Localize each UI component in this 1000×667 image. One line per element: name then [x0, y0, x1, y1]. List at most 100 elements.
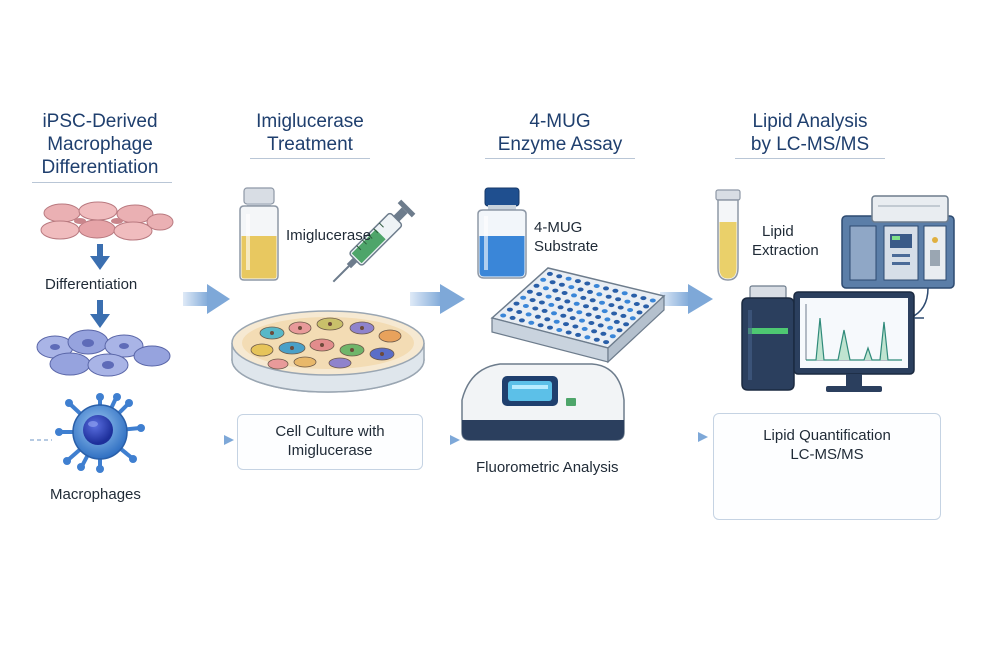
differentiating-cells-icon — [36, 329, 171, 377]
step3-underline — [485, 158, 635, 159]
plate-well — [636, 310, 643, 315]
step4-title-line2: by LC-MS/MS — [750, 134, 870, 155]
plate-well — [605, 294, 612, 299]
plate-well — [572, 324, 579, 329]
plate-well — [603, 340, 610, 345]
flow-line-1 — [178, 435, 234, 445]
lipid-extraction-line2: Extraction — [752, 242, 819, 259]
plate-well — [583, 304, 589, 309]
cell-culture-box: Cell Culture with Imiglucerase — [237, 414, 423, 470]
mass-spectrometer-icon — [841, 195, 955, 319]
plate-well — [580, 295, 587, 300]
plate-well — [589, 298, 596, 303]
plate-well — [633, 302, 640, 306]
plate-well — [500, 313, 507, 318]
plate-well — [599, 300, 605, 305]
plate-well — [609, 334, 616, 339]
petri-dish-icon — [231, 310, 425, 393]
step1-underline — [32, 182, 172, 183]
plate-well — [640, 296, 647, 301]
plate-well — [621, 291, 628, 296]
plate-well — [579, 318, 585, 323]
plate-well — [581, 326, 588, 331]
step2-title: Imiglucerase Treatment — [235, 110, 385, 156]
plate-well — [536, 292, 543, 297]
substrate-label-line2: Substrate — [534, 238, 599, 255]
plate-well — [620, 313, 627, 318]
plate-well — [568, 285, 575, 290]
plate-well — [591, 329, 598, 334]
flow-line-3 — [628, 432, 708, 442]
step4-underline — [735, 158, 885, 159]
plate-well — [573, 301, 580, 306]
plate-well — [556, 328, 563, 332]
plate-well — [627, 308, 634, 312]
flow-arrow-1 — [183, 284, 230, 314]
step1-title: iPSC-Derived Macrophage Differentiation — [20, 110, 180, 179]
plate-well — [629, 316, 636, 321]
plate-well — [552, 288, 559, 293]
ipsc-cells-icon — [40, 201, 174, 241]
plate-well — [575, 332, 582, 337]
plate-well — [600, 331, 607, 336]
substrate-label: 4-MUG Substrate — [534, 218, 598, 256]
plate-well — [608, 303, 615, 308]
plate-well — [553, 319, 560, 324]
substrate-vial-icon — [477, 187, 527, 279]
step4-title: Lipid Analysis by LC-MS/MS — [725, 110, 895, 156]
plate-well — [588, 321, 595, 325]
plate-well — [597, 323, 604, 328]
arrow-down-icon — [90, 244, 110, 270]
plate-well — [584, 281, 591, 286]
plate-well — [516, 310, 523, 314]
plate-well — [565, 330, 572, 335]
plate-well — [587, 289, 593, 294]
plate-well — [593, 337, 600, 342]
plate-well — [549, 280, 556, 285]
vial-icon — [239, 187, 279, 281]
step3-title-line1: 4-MUG — [529, 111, 591, 132]
plate-well — [631, 293, 638, 298]
syringe-icon — [332, 199, 416, 283]
step1-title-line3: Differentiation — [41, 157, 159, 178]
plate-well — [560, 313, 567, 318]
step3-title-line2: Enzyme Assay — [497, 134, 623, 155]
lipid-quant-line1: Lipid Quantification — [763, 427, 891, 444]
plate-well — [567, 307, 573, 312]
plate-well — [576, 310, 583, 315]
plate-well — [585, 312, 592, 317]
plate-well — [561, 291, 568, 295]
plate-well — [569, 316, 576, 321]
plate-well — [534, 314, 541, 319]
plate-well — [540, 277, 547, 282]
plate-well — [520, 295, 527, 300]
lipid-quant-line2: LC-MS/MS — [790, 446, 864, 463]
plate-well — [593, 284, 600, 288]
plate-well — [611, 311, 618, 316]
plate-well — [544, 317, 551, 322]
plate-well — [554, 297, 561, 301]
fluorometric-label: Fluorometric Analysis — [476, 459, 619, 476]
plate-well — [603, 286, 609, 291]
cell-culture-line1: Cell Culture with — [275, 423, 385, 440]
plate-well — [596, 292, 603, 297]
step2-title-line2: Treatment — [267, 134, 353, 155]
step2-underline — [250, 158, 370, 159]
plate-well — [584, 335, 591, 340]
plate-well — [612, 288, 619, 293]
macrophage-icon — [55, 393, 145, 473]
flow-arrow-2 — [410, 284, 465, 314]
plate-well — [607, 325, 614, 330]
plate-well — [564, 299, 571, 304]
flow-line-2 — [424, 435, 460, 445]
lipid-extraction-label: Lipid Extraction — [752, 222, 819, 260]
step1-title-line2: Macrophage — [47, 134, 153, 155]
plate-well — [533, 283, 540, 288]
plate-well — [558, 282, 565, 287]
plate-well — [649, 298, 656, 303]
plate-well — [551, 311, 557, 316]
test-tube-icon — [715, 189, 741, 281]
plate-well — [529, 298, 536, 303]
plate-well — [617, 305, 624, 310]
